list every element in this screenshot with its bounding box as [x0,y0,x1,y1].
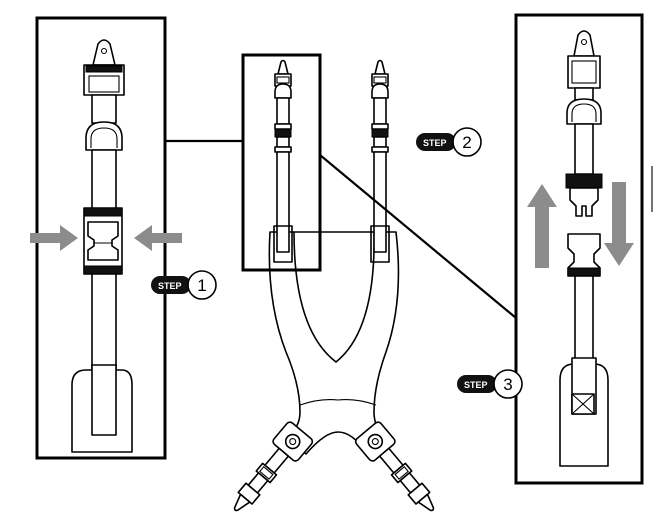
step-badge-2: STEP 2 [416,127,482,157]
zoom-box-center [241,53,322,272]
detail-panel-right [514,13,644,485]
buckle-icon [83,207,123,275]
detail-panel-left [30,16,182,460]
step-label: STEP [464,380,488,390]
buckle-male-icon [565,173,603,217]
step-number: 3 [503,375,512,394]
step-number: 1 [197,276,206,295]
step-number: 2 [462,133,471,152]
separate-arrows-icon [527,182,634,268]
step-badge-3: STEP 3 [457,369,523,399]
push-arrows-icon [30,225,182,251]
step-label: STEP [158,281,182,291]
buckle-female-icon [567,233,601,277]
connector-line-right [319,154,517,319]
step-label: STEP [423,138,447,148]
step-badge-1: STEP 1 [151,270,217,300]
harness-illustration [233,59,435,512]
